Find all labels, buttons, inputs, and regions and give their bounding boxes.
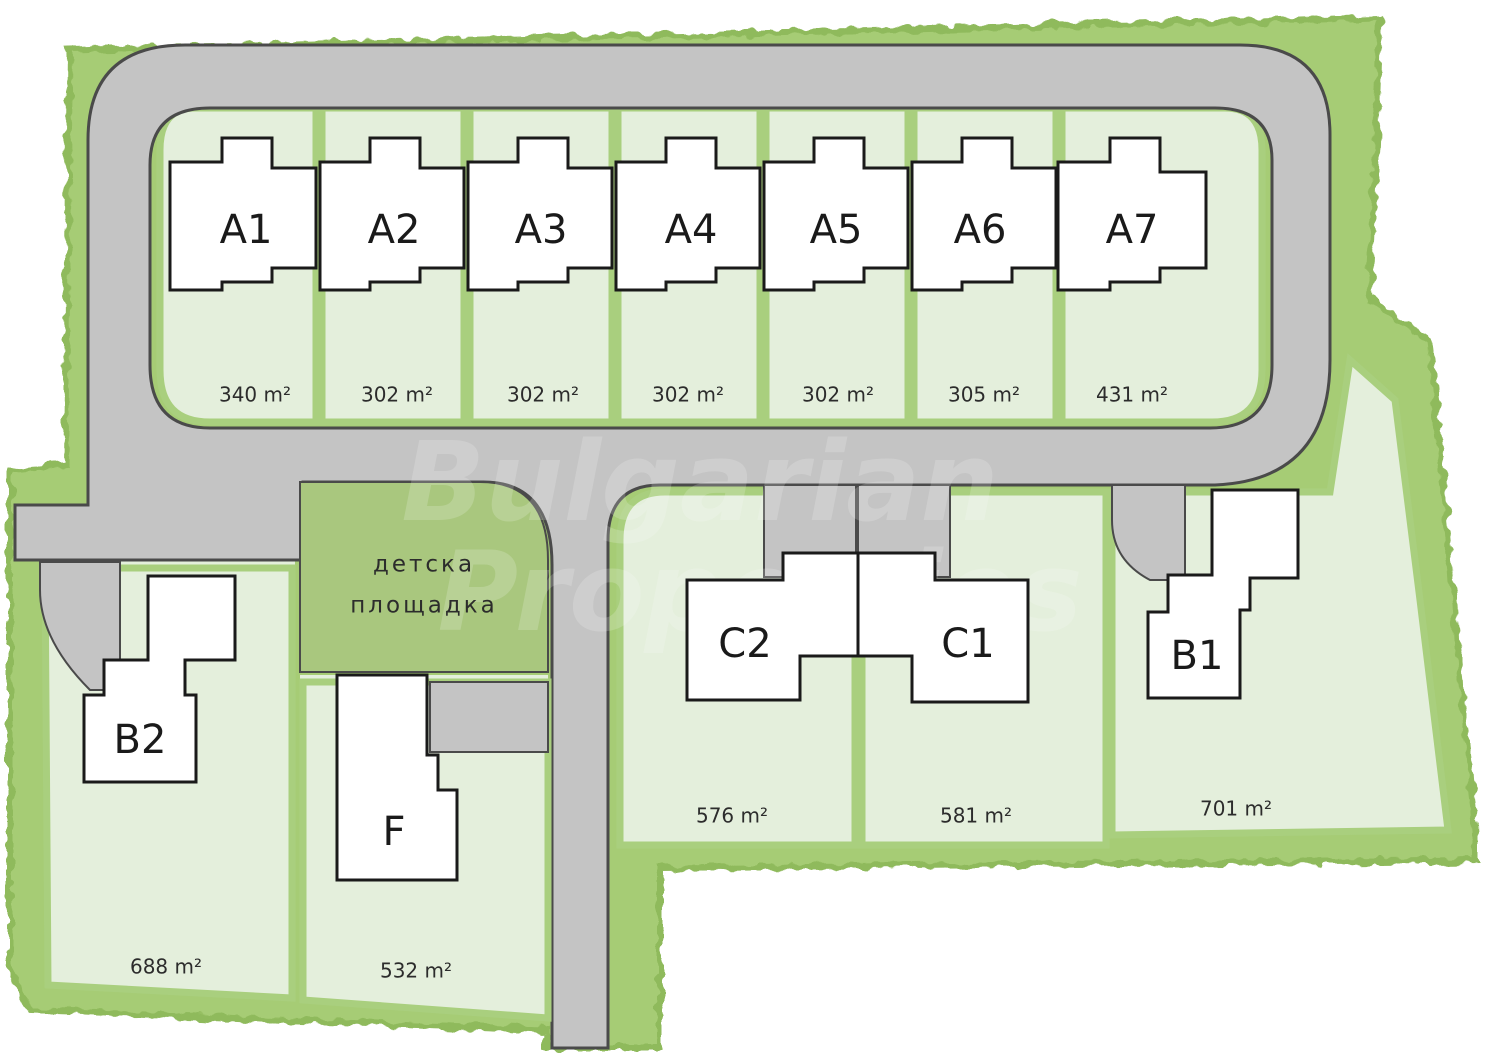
house-b2-footprint: [82, 574, 237, 784]
house-a7-label: A7: [1106, 207, 1159, 253]
house-a4-label: A4: [665, 207, 718, 253]
area-a1: 340 m²: [219, 383, 291, 407]
house-a1-footprint: [168, 136, 318, 292]
area-a2: 302 m²: [361, 383, 433, 407]
house-b1-label: B1: [1171, 633, 1224, 679]
house-f-label: F: [382, 809, 405, 855]
watermark-line1: Bulgarian: [401, 418, 998, 546]
house-a5-label: A5: [810, 207, 863, 253]
area-b2: 688 m²: [130, 955, 202, 979]
area-c2: 576 m²: [696, 804, 768, 828]
house-a5-footprint: [762, 136, 910, 292]
buildings: [82, 136, 1300, 882]
area-labels: 340 m² 302 m² 302 m² 302 m² 302 m² 305 m…: [130, 383, 1272, 983]
house-b2-label: B2: [114, 717, 167, 763]
area-f: 532 m²: [380, 959, 452, 983]
playground-label: детска площадка: [350, 552, 497, 619]
house-f-footprint: [335, 673, 459, 882]
house-labels: A1 A2 A3 A4 A5 A6 A7 C2 C1 B1 B2 F: [114, 207, 1224, 855]
house-a7-footprint: [1056, 136, 1208, 292]
house-c1-label: C1: [941, 621, 994, 667]
playground-label-line1: детска: [373, 552, 475, 578]
area-c1: 581 m²: [940, 804, 1012, 828]
house-c2-label: C2: [718, 621, 771, 667]
house-a3-footprint: [466, 136, 614, 292]
house-a1-label: A1: [220, 207, 273, 253]
house-c1-footprint: [856, 551, 1030, 704]
house-a4-footprint: [614, 136, 762, 292]
playground-label-line2: площадка: [350, 593, 497, 619]
playground-area: [299, 481, 549, 673]
house-a6-footprint: [910, 136, 1058, 292]
road: [13, 43, 1332, 1050]
plot-b1: [1108, 353, 1452, 839]
house-a2-footprint: [318, 136, 466, 292]
house-a3-label: A3: [515, 207, 568, 253]
area-b1: 701 m²: [1200, 797, 1272, 821]
area-a7: 431 m²: [1096, 383, 1168, 407]
area-a3: 302 m²: [507, 383, 579, 407]
house-a6-label: A6: [954, 207, 1007, 253]
area-a5: 302 m²: [802, 383, 874, 407]
house-a2-label: A2: [368, 207, 421, 253]
area-a6: 305 m²: [948, 383, 1020, 407]
house-b1-footprint: [1146, 488, 1300, 700]
area-a4: 302 m²: [652, 383, 724, 407]
